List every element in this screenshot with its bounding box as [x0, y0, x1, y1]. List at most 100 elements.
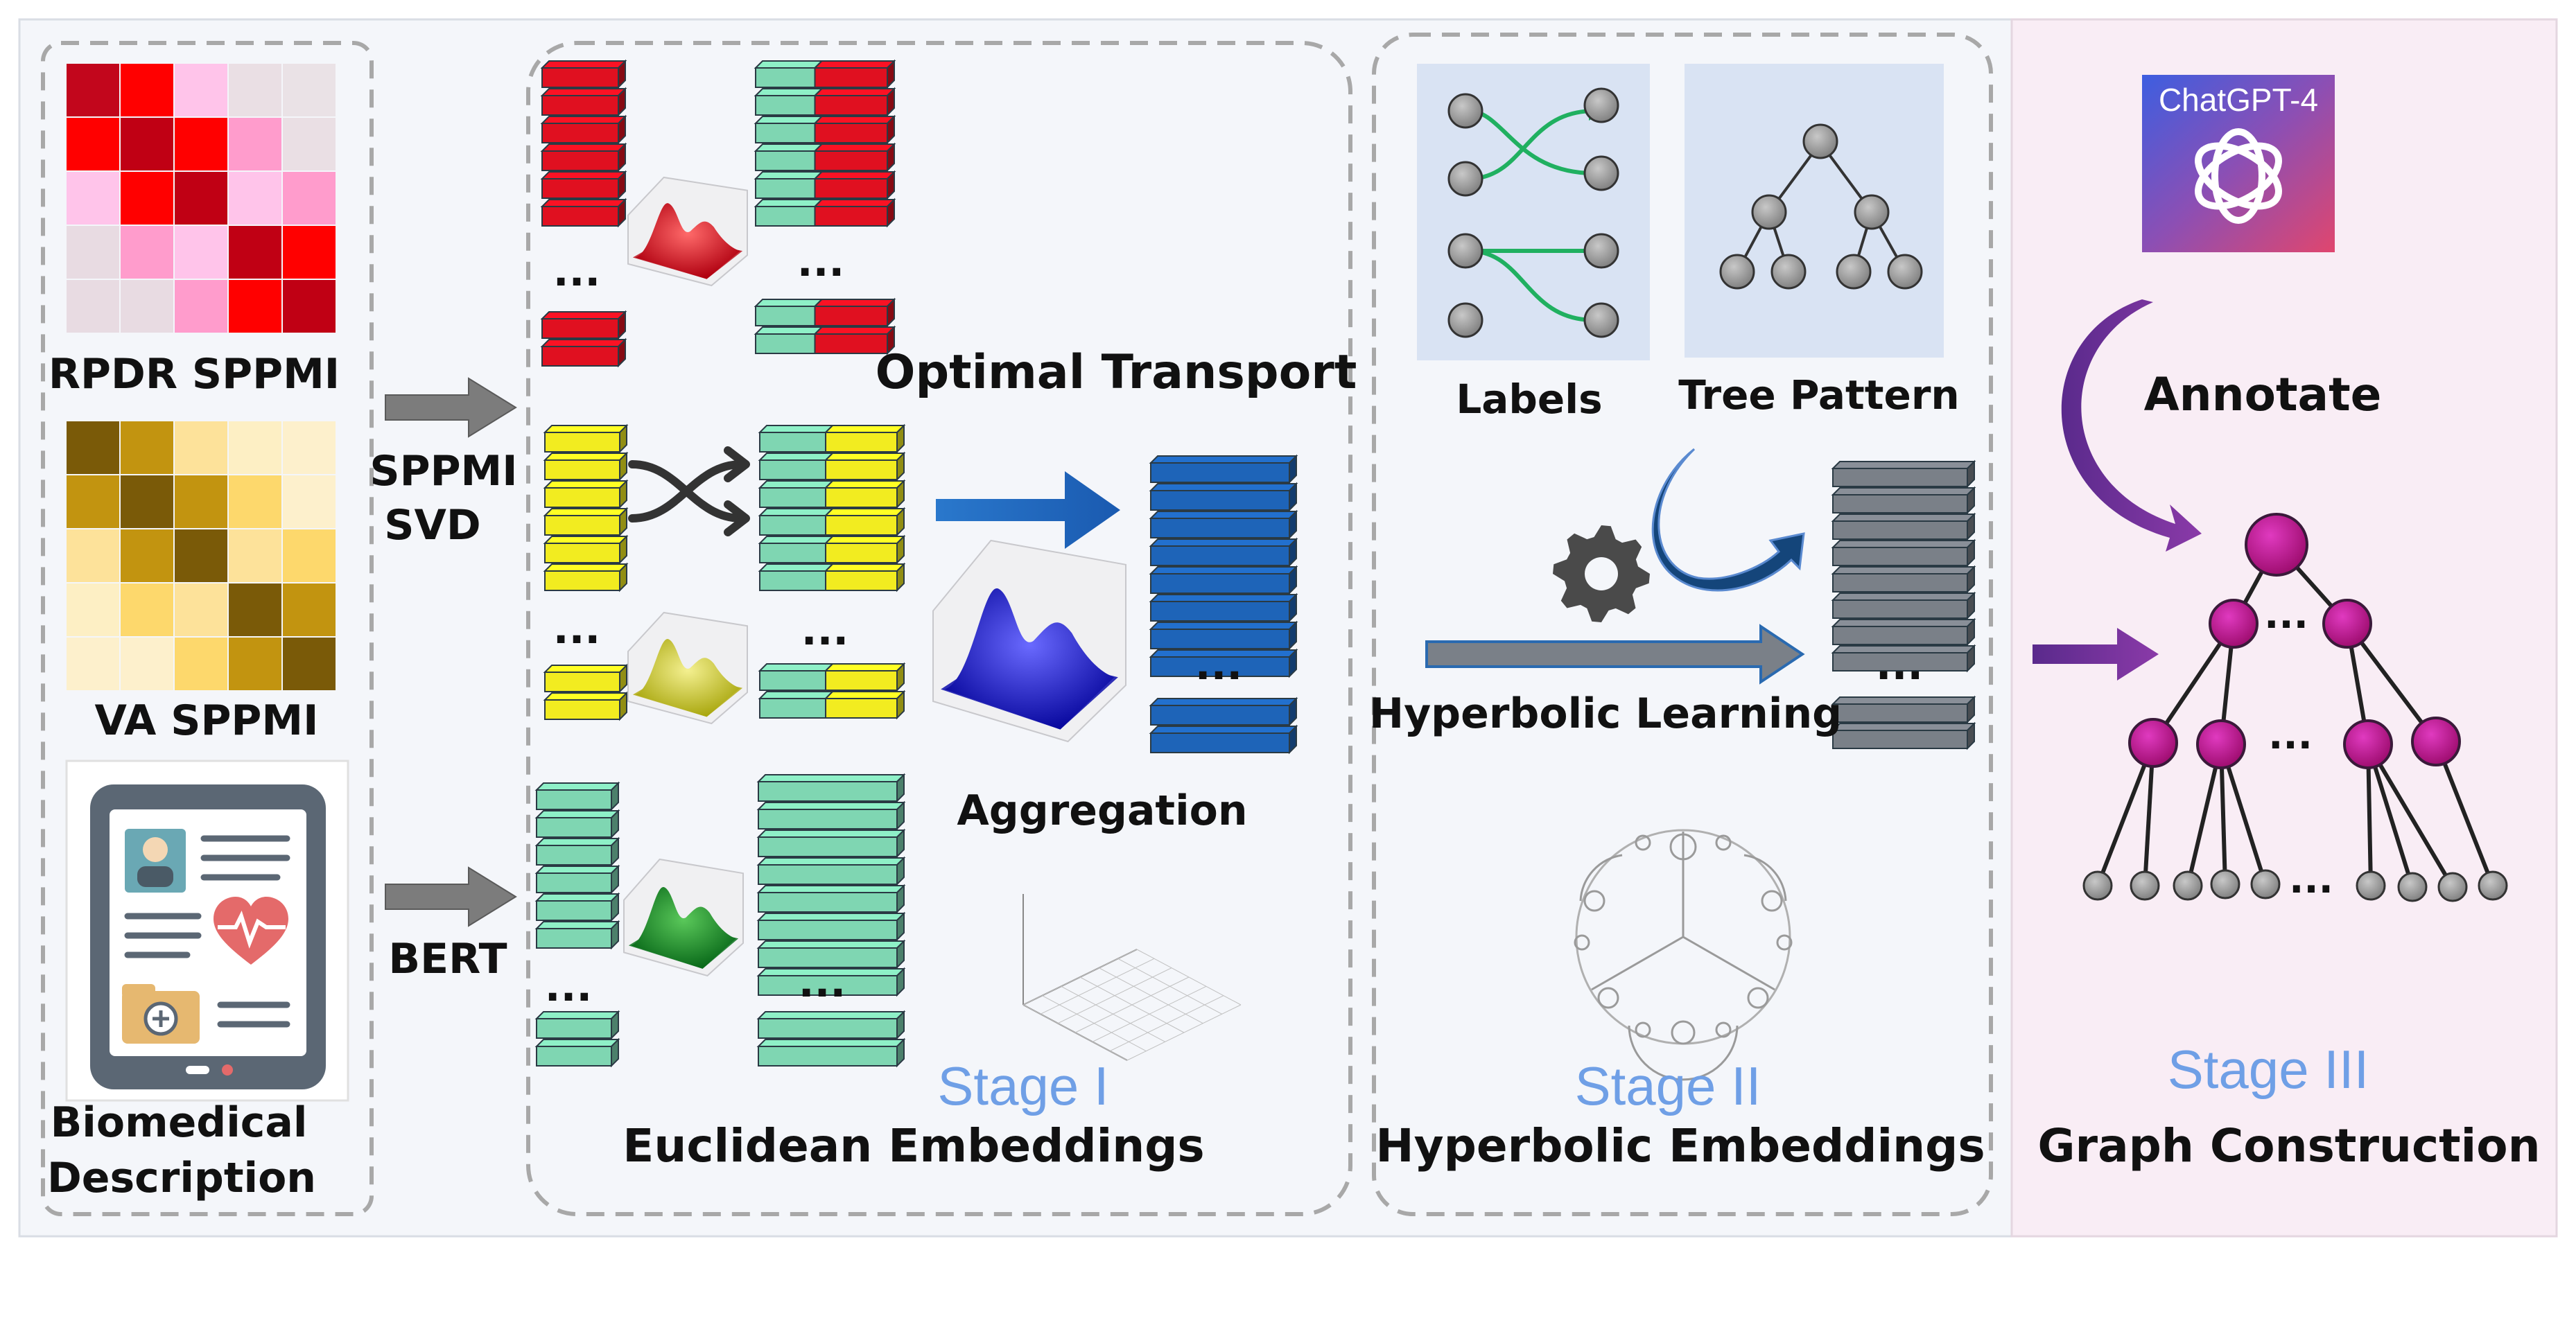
embedding-bar — [543, 663, 629, 694]
annotate-label: Annotate — [2144, 368, 2382, 421]
embedding-bar — [540, 142, 627, 173]
matrix-cell — [283, 583, 336, 636]
graph-node — [2128, 718, 2178, 768]
embedding-bar — [1149, 620, 1298, 651]
embedding-bar — [534, 1037, 620, 1068]
embedding-bar — [534, 920, 620, 950]
matrix-cell — [121, 583, 173, 636]
embedding-bar — [1831, 617, 1976, 647]
embedding-bar — [543, 451, 629, 482]
embedding-bar — [756, 967, 906, 997]
surface-plot — [623, 858, 744, 977]
matrix-cell — [283, 172, 336, 225]
embedding-bar — [1149, 724, 1298, 755]
matrix-cell — [67, 118, 119, 170]
tablet-document-icon — [65, 760, 349, 1102]
embedding-bar — [1149, 454, 1298, 484]
hyperbolic-learning-arrow — [1425, 624, 1805, 685]
embedding-bar — [754, 59, 896, 89]
ellipsis-mark: ... — [2264, 593, 2308, 638]
rpdr-sppmi-matrix — [67, 64, 336, 333]
embedding-bar — [1831, 591, 1976, 620]
matrix-cell — [67, 421, 119, 474]
matrix-cell — [175, 118, 227, 170]
matrix-cell — [175, 226, 227, 279]
embedding-bar — [1831, 538, 1976, 568]
embedding-bar — [1831, 565, 1976, 594]
ellipsis-mark: ... — [553, 605, 600, 653]
embedding-bar — [543, 562, 629, 593]
matrix-cell — [67, 172, 119, 225]
graph-tree — [2082, 513, 2508, 902]
matrix-cell — [283, 529, 336, 582]
graph-leaf — [2356, 870, 2386, 901]
embedding-bar — [540, 114, 627, 145]
va-sppmi-label: VA SPPMI — [95, 696, 319, 745]
embedding-bar — [540, 170, 627, 200]
va-sppmi-matrix — [67, 421, 336, 690]
embedding-bar — [754, 297, 896, 328]
embedding-bar — [540, 59, 627, 89]
embedding-bar — [534, 836, 620, 867]
bert-arrow — [385, 866, 517, 927]
embedding-bar — [1149, 482, 1298, 512]
empty-axes-plot — [1022, 894, 1242, 1061]
embedding-bar — [534, 781, 620, 811]
matrix-cell — [175, 583, 227, 636]
ellipsis-mark: ... — [553, 247, 600, 296]
embedding-bar — [758, 662, 906, 692]
embedding-bar — [756, 1010, 906, 1040]
embedding-bar — [758, 451, 906, 482]
graph-leaf — [2478, 870, 2508, 901]
embedding-bar — [534, 809, 620, 839]
matrix-cell — [175, 475, 227, 528]
matrix-cell — [67, 64, 119, 116]
graph-leaf — [2173, 870, 2203, 901]
matrix-cell — [229, 421, 281, 474]
matrix-cell — [121, 280, 173, 333]
tree-pattern-label: Tree Pattern — [1678, 371, 1959, 419]
ellipsis-mark: ... — [797, 238, 844, 286]
embedding-bar — [754, 325, 896, 356]
embedding-bar — [758, 479, 906, 509]
ellipsis-mark: ... — [801, 606, 848, 655]
hyperbolic-learning-label: Hyperbolic Learning — [1369, 690, 1842, 738]
annotate-arrow — [2061, 299, 2202, 552]
embedding-bar — [1149, 593, 1298, 623]
embedding-stacks — [534, 59, 1976, 1068]
embedding-bar — [1831, 512, 1976, 541]
matrix-cell — [67, 280, 119, 333]
matrix-cell — [283, 64, 336, 116]
graph-arrow — [2033, 628, 2159, 681]
matrix-cell — [229, 64, 281, 116]
embedding-bar — [758, 690, 906, 720]
embedding-bar — [1149, 537, 1298, 568]
matrix-cell — [121, 118, 173, 170]
labels-panel — [1417, 64, 1650, 360]
shuffle-icon — [628, 446, 750, 536]
graph-node — [2322, 599, 2372, 649]
matrix-cell — [283, 638, 336, 690]
sppmi-arrow — [385, 377, 517, 438]
stage2-label: Stage II — [1575, 1055, 1761, 1116]
graph-node — [2245, 513, 2308, 577]
embedding-bar — [534, 892, 620, 922]
embedding-bar — [543, 534, 629, 565]
graph-node — [2343, 719, 2393, 769]
matrix-cell — [283, 280, 336, 333]
graph-leaf — [2210, 869, 2240, 900]
poincare-disk-icon — [1574, 829, 1793, 1081]
dashed-boxes — [41, 33, 1993, 1216]
embedding-bar — [1149, 509, 1298, 540]
stage1-label: Stage I — [937, 1055, 1108, 1116]
bert-label: BERT — [388, 935, 507, 983]
embedding-bar — [543, 507, 629, 537]
embedding-bar — [1149, 696, 1298, 727]
rpdr-sppmi-label: RPDR SPPMI — [49, 350, 340, 398]
graph-leaf — [2397, 872, 2428, 902]
embedding-bar — [540, 87, 627, 117]
biomedical-label-line1: Biomedical — [51, 1098, 308, 1147]
embedding-bar — [756, 773, 906, 803]
embedding-bar — [1831, 721, 1976, 751]
graph-node — [2196, 719, 2246, 769]
